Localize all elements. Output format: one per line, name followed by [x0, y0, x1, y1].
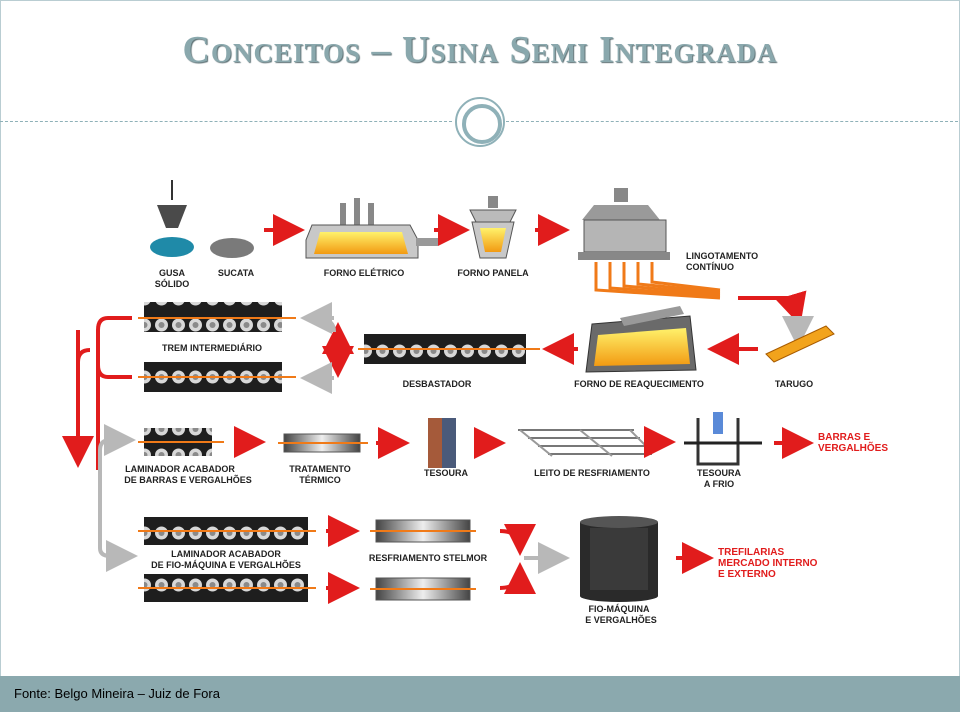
lingotamento-continuo-icon: [578, 188, 721, 300]
flow-arrow: [76, 348, 91, 363]
label-lam-fio-2: DE FIO-MÁQUINA E VERGALHÕES: [151, 560, 301, 570]
flow-arrow: [98, 424, 136, 500]
footer-bar: Fonte: Belgo Mineira – Juiz de Fora: [0, 676, 960, 712]
forno-reaquecimento-icon: [585, 306, 697, 373]
label-trem: TREM INTERMEDIÁRIO: [162, 343, 262, 353]
tarugo-billet-icon: [765, 325, 835, 363]
forno-panela-icon: [469, 196, 517, 259]
label-desbastador: DESBASTADOR: [403, 379, 472, 389]
label-leito: LEITO DE RESFRIAMENTO: [534, 468, 650, 478]
tesoura-a-frio-icon: [684, 412, 762, 466]
forno-eletrico-icon: [305, 198, 438, 259]
label-forno-panela: FORNO PANELA: [457, 268, 529, 278]
flow-arrow: [96, 316, 132, 470]
fio-maquina-coil-icon: [580, 516, 658, 602]
label-lingotamento-1: LINGOTAMENTO: [686, 251, 758, 261]
circle-ornament-icon: [455, 97, 505, 147]
label-barras-1: BARRAS E: [818, 432, 871, 443]
label-forno-reaquecimento: FORNO DE REAQUECIMENTO: [574, 379, 704, 389]
label-tratamento-1: TRATAMENTO: [289, 464, 351, 474]
flow-arrow: [499, 562, 536, 595]
label-tesoura-frio-2: A FRIO: [704, 479, 734, 489]
label-trefilarias-3: E EXTERNO: [718, 569, 776, 580]
label-barras-2: VERGALHÕES: [818, 441, 888, 454]
label-lam-barras-1: LAMINADOR ACABADOR: [125, 464, 235, 474]
flow-arrow: [96, 364, 132, 379]
flow-arrow: [738, 290, 807, 326]
label-fio-maquina-2: E VERGALHÕES: [585, 615, 657, 625]
sucata-pile-icon: [210, 238, 254, 258]
title-divider-right: [506, 121, 958, 122]
label-tesoura: TESOURA: [424, 468, 469, 478]
label-stelmor: RESFRIAMENTO STELMOR: [369, 553, 488, 563]
label-tratamento-2: TÉRMICO: [299, 475, 341, 485]
flow-arrow: [321, 318, 336, 333]
label-gusa-2: SÓLIDO: [155, 278, 190, 289]
label-lam-barras-2: DE BARRAS E VERGALHÕES: [124, 475, 252, 485]
label-lam-fio-1: LAMINADOR ACABADOR: [171, 549, 281, 559]
label-fio-maquina-1: FIO-MÁQUINA: [589, 604, 650, 614]
label-trefilarias-1: TREFILARIAS: [718, 547, 784, 558]
flow-arrow: [98, 496, 138, 572]
source-credit: Fonte: Belgo Mineira – Juiz de Fora: [14, 686, 220, 701]
leito-resfriamento-icon: [518, 429, 652, 457]
slide-title: Conceitos – Usina Semi Integrada: [182, 29, 778, 71]
flow-arrow: [499, 523, 536, 556]
label-lingotamento-2: CONTÍNUO: [686, 262, 734, 272]
title-divider-left: [0, 121, 452, 122]
tesoura-icon: [428, 418, 456, 468]
gusa-solido-bucket-icon: [150, 180, 194, 257]
label-forno-eletrico: FORNO ELÉTRICO: [324, 268, 405, 278]
label-trefilarias-2: MERCADO INTERNO: [718, 558, 818, 569]
label-tarugo: TARUGO: [775, 379, 813, 389]
label-sucata: SUCATA: [218, 268, 255, 278]
label-tesoura-frio-1: TESOURA: [697, 468, 742, 478]
label-gusa-1: GUSA: [159, 268, 186, 278]
